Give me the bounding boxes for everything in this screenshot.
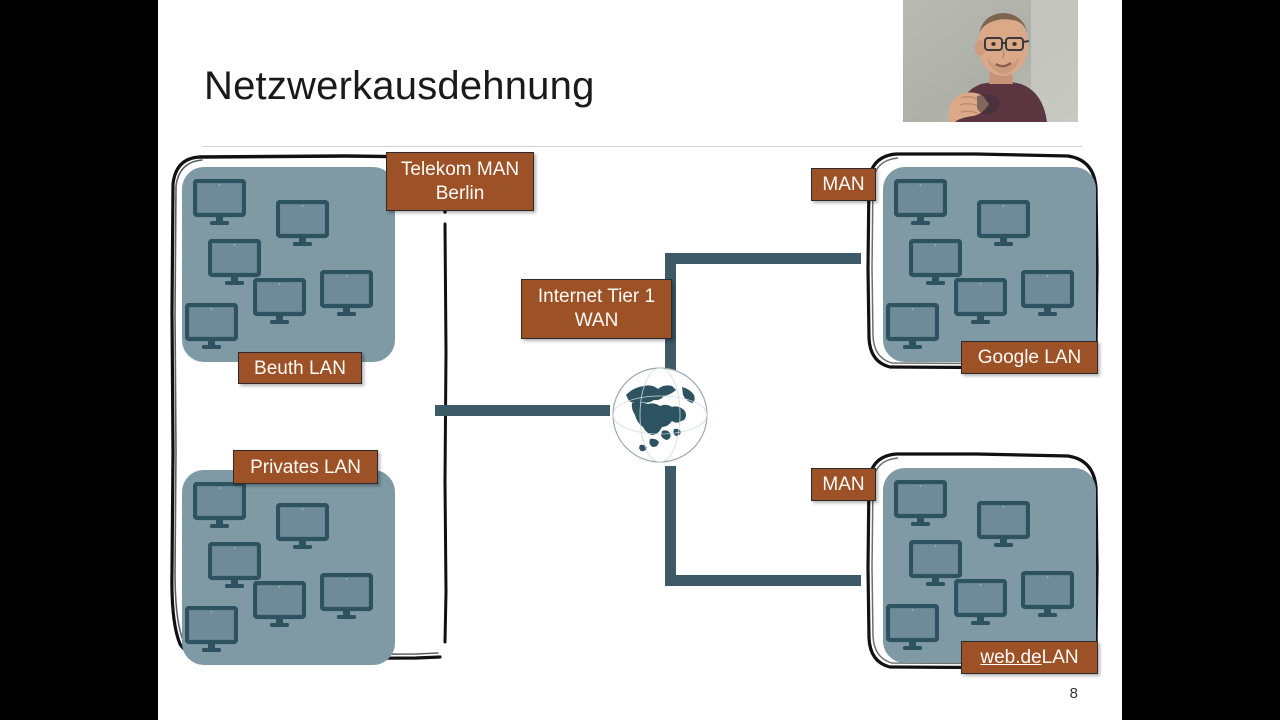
label-webde-suffix: LAN	[1041, 647, 1079, 668]
page-title: Netzwerkausdehnung	[204, 64, 595, 108]
label-man-top: MAN	[811, 168, 876, 201]
desktop-monitor-icon	[320, 573, 373, 622]
desktop-monitor-icon	[894, 179, 947, 228]
label-telekom-man-berlin: Telekom MAN Berlin	[386, 152, 534, 211]
label-webde-link: web.de	[980, 647, 1042, 668]
slide-page-number: 8	[1069, 685, 1078, 702]
desktop-monitor-icon	[977, 501, 1030, 550]
label-man-bottom: MAN	[811, 468, 876, 501]
connector-left-to-globe	[435, 405, 610, 416]
desktop-monitor-icon	[253, 278, 306, 327]
desktop-monitor-icon	[909, 239, 962, 288]
label-privates-lan: Privates LAN	[233, 450, 378, 484]
desktop-monitor-icon	[894, 480, 947, 529]
label-telekom-line1: Telekom MAN	[400, 158, 520, 180]
desktop-monitor-icon	[193, 482, 246, 531]
presenter-webcam-overlay[interactable]	[903, 0, 1078, 122]
desktop-monitor-icon	[1021, 571, 1074, 620]
desktop-monitor-icon	[185, 606, 238, 655]
desktop-monitor-icon	[253, 581, 306, 630]
desktop-monitor-icon	[1021, 270, 1074, 319]
desktop-monitor-icon	[954, 579, 1007, 628]
connector-bottom-horizontal	[665, 575, 861, 586]
desktop-monitor-icon	[886, 303, 939, 352]
desktop-monitor-icon	[909, 540, 962, 589]
connector-top-horizontal	[665, 253, 861, 264]
label-telekom-line2: Berlin	[435, 182, 485, 204]
label-internet-tier1-wan: Internet Tier 1 WAN	[521, 279, 672, 339]
desktop-monitor-icon	[193, 179, 246, 228]
desktop-monitor-icon	[320, 270, 373, 319]
globe-icon	[610, 365, 710, 465]
title-divider	[202, 146, 1082, 147]
desktop-monitor-icon	[276, 503, 329, 552]
label-webde-lan: web.de LAN	[961, 641, 1098, 674]
desktop-monitor-icon	[208, 542, 261, 591]
label-wan-line2: WAN	[574, 310, 619, 331]
desktop-monitor-icon	[977, 200, 1030, 249]
label-google-lan: Google LAN	[961, 341, 1098, 374]
desktop-monitor-icon	[886, 604, 939, 653]
desktop-monitor-icon	[276, 200, 329, 249]
label-beuth-lan: Beuth LAN	[238, 352, 362, 384]
label-wan-line1: Internet Tier 1	[537, 286, 656, 307]
desktop-monitor-icon	[208, 239, 261, 288]
desktop-monitor-icon	[954, 278, 1007, 327]
connector-globe-vertical-bottom	[665, 466, 676, 586]
desktop-monitor-icon	[185, 303, 238, 352]
